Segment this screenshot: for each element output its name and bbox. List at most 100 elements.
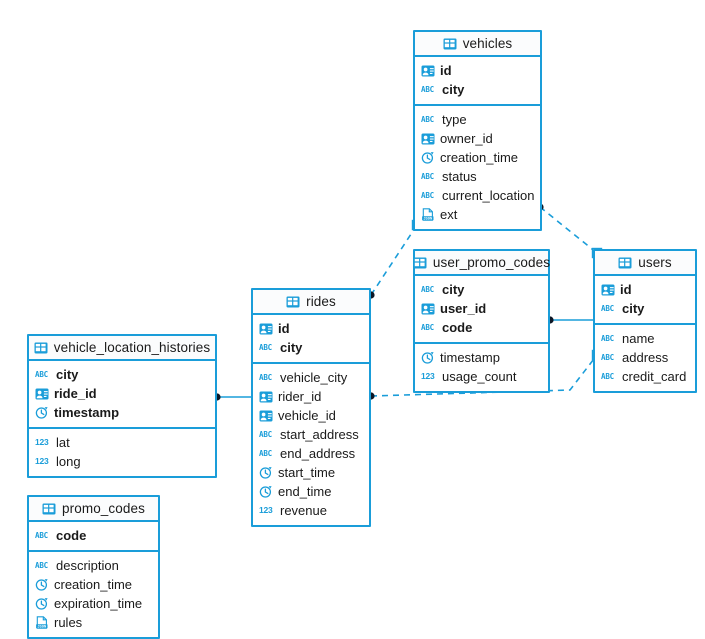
column-row[interactable]: timestamp — [415, 348, 548, 367]
column-name: lat — [56, 435, 70, 450]
column-name: code — [442, 320, 473, 335]
svg-text:JSON: JSON — [423, 217, 432, 221]
primary-key-row[interactable]: ride_id — [29, 384, 215, 403]
column-name: start_address — [280, 427, 359, 442]
abc-icon: ABC — [259, 372, 272, 382]
column-row[interactable]: expiration_time — [29, 594, 158, 613]
id-card-icon — [421, 65, 435, 77]
id-card-icon — [259, 391, 273, 403]
abc-icon: ABC — [421, 190, 434, 200]
column-row[interactable]: creation_time — [415, 148, 540, 167]
column-name: rider_id — [278, 389, 322, 404]
column-row[interactable]: ABC name — [595, 329, 695, 348]
column-row[interactable]: owner_id — [415, 129, 540, 148]
column-name: credit_card — [622, 369, 687, 384]
abc-icon: ABC — [601, 333, 614, 343]
table-grid-icon — [443, 38, 457, 50]
table-header[interactable]: vehicles — [415, 32, 540, 57]
column-row[interactable]: creation_time — [29, 575, 158, 594]
column-name: timestamp — [54, 405, 120, 420]
relationship-user_promo_codes-to-users[interactable] — [546, 316, 593, 324]
column-name: id — [278, 321, 290, 336]
primary-key-row[interactable]: timestamp — [29, 403, 215, 422]
id-card-icon — [421, 133, 435, 145]
table-header[interactable]: promo_codes — [29, 497, 158, 522]
json-file-icon: JSON — [35, 616, 49, 629]
table-grid-icon — [286, 296, 300, 308]
abc-icon: ABC — [259, 342, 272, 352]
column-row[interactable]: 123 long — [29, 452, 215, 471]
column-row[interactable]: vehicle_id — [253, 406, 369, 425]
column-name: address — [622, 350, 669, 365]
id-card-icon — [259, 323, 273, 335]
primary-key-row[interactable]: id — [595, 280, 695, 299]
column-name: id — [620, 282, 632, 297]
column-name: city — [56, 367, 79, 382]
abc-icon: ABC — [601, 303, 614, 313]
table-header[interactable]: user_promo_codes — [413, 251, 550, 276]
abc-icon: ABC — [259, 448, 272, 458]
relationship-vehicle_location_histories-to-rides[interactable] — [213, 393, 251, 401]
clock-icon — [259, 466, 273, 479]
column-row[interactable]: ABC credit_card — [595, 367, 695, 386]
table-name: promo_codes — [62, 501, 145, 516]
column-name: timestamp — [440, 350, 500, 365]
table-name: vehicle_location_histories — [53, 340, 211, 355]
clock-icon — [35, 578, 49, 591]
table-header[interactable]: rides — [253, 290, 369, 315]
123-icon: 123 — [35, 456, 49, 467]
primary-key-row[interactable]: ABC city — [595, 299, 695, 318]
abc-icon: ABC — [35, 560, 48, 570]
column-row[interactable]: ABC address — [595, 348, 695, 367]
column-name: long — [56, 454, 81, 469]
table-header[interactable]: vehicle_location_histories — [29, 336, 215, 361]
column-name: id — [440, 63, 452, 78]
id-card-icon — [601, 284, 615, 296]
table-header[interactable]: users — [595, 251, 695, 276]
primary-key-row[interactable]: id — [253, 319, 369, 338]
clock-icon — [421, 351, 435, 364]
column-name: name — [622, 331, 655, 346]
column-name: end_time — [278, 484, 332, 499]
column-row[interactable]: rider_id — [253, 387, 369, 406]
abc-icon: ABC — [601, 371, 614, 381]
column-name: user_id — [440, 301, 487, 316]
123-icon: 123 — [35, 437, 49, 448]
primary-key-row[interactable]: id — [415, 61, 540, 80]
primary-key-row[interactable]: user_id — [415, 299, 548, 318]
column-row[interactable]: 123 lat — [29, 433, 215, 452]
column-name: city — [622, 301, 645, 316]
column-row[interactable]: start_time — [253, 463, 369, 482]
column-row[interactable]: end_time — [253, 482, 369, 501]
abc-icon: ABC — [601, 352, 614, 362]
